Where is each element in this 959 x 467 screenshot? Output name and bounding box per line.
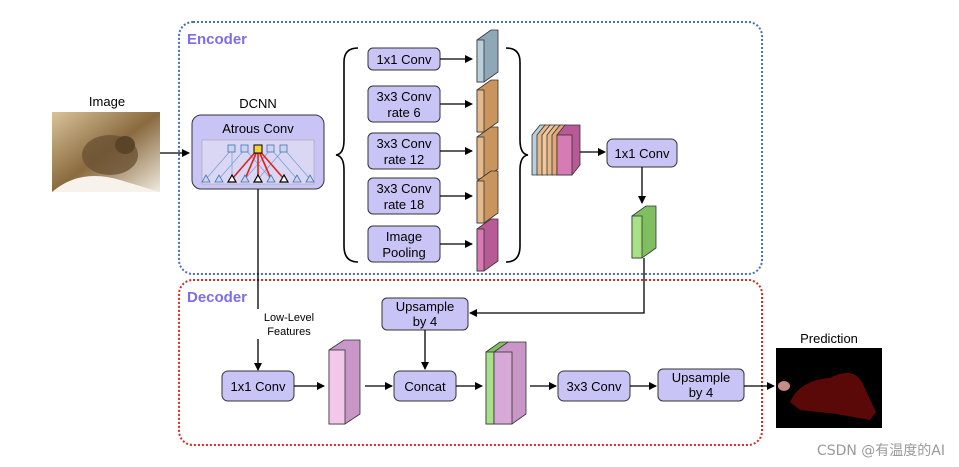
svg-text:rate 6: rate 6 [387,105,420,120]
aspp-left-brace [335,47,359,263]
svg-text:Pooling: Pooling [382,245,425,260]
aspp-conv3x3-rate6: 3x3 Conv rate 6 [367,85,441,123]
svg-text:1x1 Conv: 1x1 Conv [615,146,670,161]
svg-text:1x1 Conv: 1x1 Conv [377,52,432,67]
decoder-conv1x1: 1x1 Conv [221,370,295,402]
encoder-to-upsample-arrow [469,258,645,317]
decoder-concat-stack [485,341,527,425]
svg-text:3x3 Conv: 3x3 Conv [377,89,432,104]
decoder-low-level-feature [328,339,361,425]
aspp-image-pooling: Image Pooling [367,225,441,263]
feature-map-orange-1 [476,79,499,133]
aspp-right-brace [505,47,529,263]
prediction-image [776,348,882,428]
encoder-title: Encoder [187,31,247,48]
decoder-conv3x3: 3x3 Conv [557,370,631,402]
aspp-concat-stack [531,124,581,176]
svg-text:Upsample: Upsample [396,299,455,314]
svg-text:rate 12: rate 12 [384,152,424,167]
feature-map-orange-2 [476,126,499,180]
encoder-conv1x1: 1x1 Conv [606,138,678,168]
image-label: Image [89,94,125,109]
svg-text:by 4: by 4 [689,385,714,400]
feature-map-blue [476,29,499,83]
aspp-conv3x3-rate12: 3x3 Conv rate 12 [367,132,441,170]
dcnn-label: DCNN [239,96,277,111]
feature-map-orange-3 [476,170,499,224]
svg-text:Image: Image [386,229,422,244]
svg-text:3x3 Conv: 3x3 Conv [377,181,432,196]
feature-map-pink [476,218,499,272]
aspp-conv3x3-rate18: 3x3 Conv rate 18 [367,177,441,215]
svg-text:rate 18: rate 18 [384,197,424,212]
decoder-region [178,279,763,446]
aspp-conv1x1: 1x1 Conv [367,47,441,71]
svg-text:1x1 Conv: 1x1 Conv [231,379,286,394]
svg-text:Upsample: Upsample [672,370,731,385]
encoder-output-feature [631,205,657,259]
upsample-by-4-output: Upsample by 4 [657,368,745,402]
decoder-title: Decoder [187,289,247,306]
input-image [52,112,160,192]
decoder-concat: Concat [393,370,457,402]
watermark: CSDN @有温度的AI [817,443,945,459]
low-level-label-2: Features [267,326,311,338]
svg-text:3x3 Conv: 3x3 Conv [567,379,622,394]
atrous-conv-label: Atrous Conv [222,121,294,136]
svg-text:3x3 Conv: 3x3 Conv [377,136,432,151]
prediction-label: Prediction [800,331,858,346]
atrous-conv-illustration [201,139,315,185]
low-level-label-1: Low-Level [264,312,314,324]
encoder-region [178,21,763,275]
low-level-label-bg [256,309,322,339]
aspp-feature-maps [476,29,499,272]
svg-text:Concat: Concat [404,379,446,394]
svg-text:by 4: by 4 [413,314,438,329]
upsample-by-4-top: Upsample by 4 [381,297,469,331]
